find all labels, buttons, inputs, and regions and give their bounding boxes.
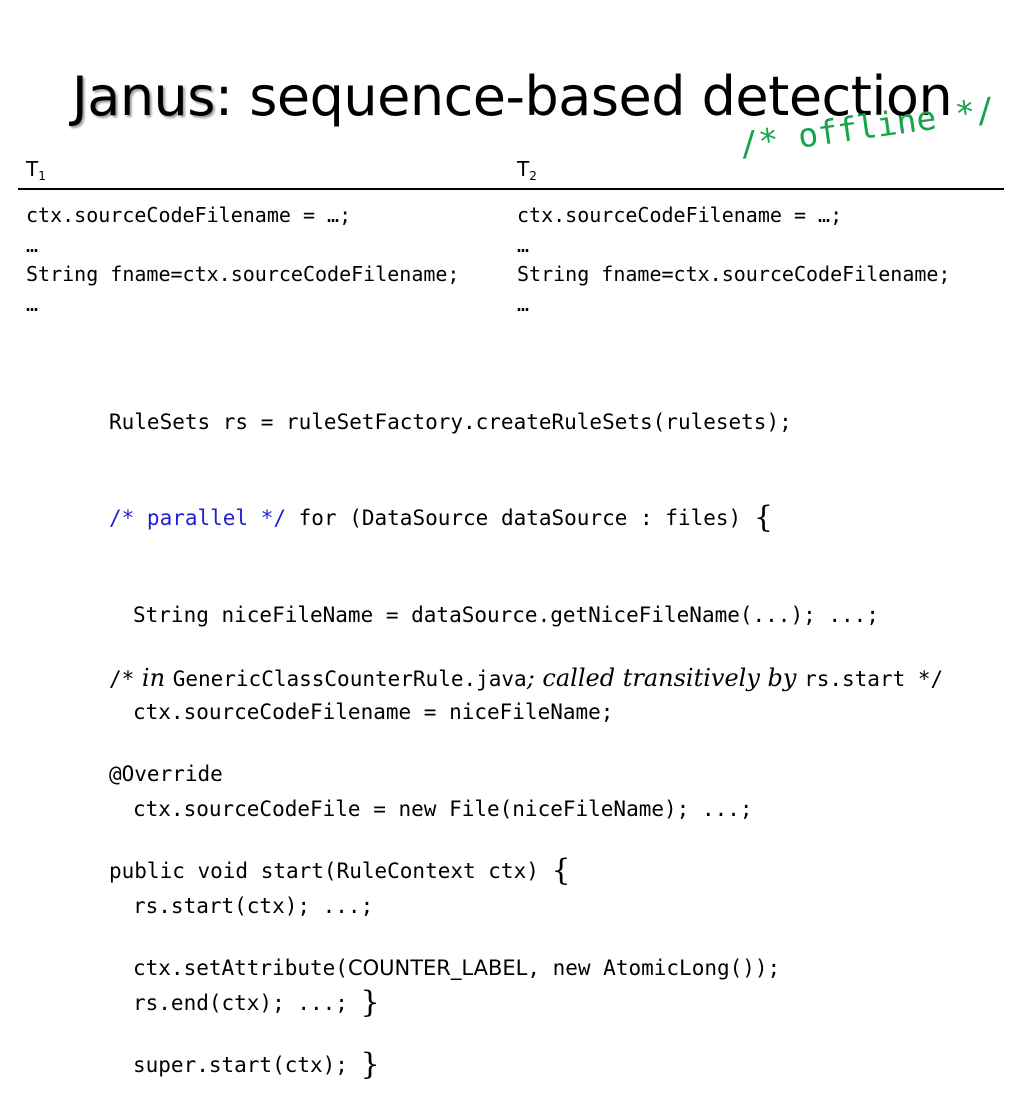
- code-text: RuleSets rs = ruleSetFactory.createRuleS…: [109, 409, 792, 434]
- t1-line: …: [26, 232, 39, 257]
- thread-subscript: 2: [529, 169, 537, 183]
- brace-open: {: [551, 853, 571, 889]
- override-annotation: @Override: [109, 762, 223, 787]
- brace-open: {: [753, 500, 773, 536]
- slide-title: Janus: sequence-based detection: [0, 62, 1024, 132]
- code-line: RuleSets rs = ruleSetFactory.createRuleS…: [109, 406, 879, 438]
- code-line: super.start(ctx); }: [109, 1049, 943, 1081]
- comment-line: /* in GenericClassCounterRule.java; call…: [109, 662, 943, 694]
- code-line: @Override: [109, 758, 943, 790]
- code-text: ctx.sourceCodeFilename = niceFileName;: [133, 700, 614, 725]
- table-rule: [18, 188, 1004, 190]
- comment-in: in: [134, 663, 173, 692]
- code-text: for (DataSource dataSource : files): [286, 506, 754, 531]
- code-text: String niceFileName = dataSource.getNice…: [133, 603, 879, 628]
- code-line: String niceFileName = dataSource.getNice…: [109, 599, 879, 631]
- t2-line: …: [517, 291, 530, 316]
- code-text: super.start(ctx);: [133, 1053, 361, 1078]
- thread-subscript: 1: [38, 169, 46, 183]
- t1-line: String fname=ctx.sourceCodeFilename;: [26, 262, 460, 286]
- method-signature: public void start(RuleContext ctx): [109, 859, 552, 884]
- code-text: ctx.setAttribute(: [133, 956, 348, 981]
- t1-line: ctx.sourceCodeFilename = …;: [26, 203, 352, 227]
- counter-label: COUNTER_LABEL: [347, 956, 528, 981]
- thread-header-t1: T1: [26, 156, 46, 189]
- comment-start: rs.start: [804, 666, 906, 691]
- code-line: ctx.sourceCodeFilename = niceFileName;: [109, 696, 879, 728]
- comment-file: GenericClassCounterRule.java: [172, 666, 527, 691]
- thread-header-t2: T2: [517, 156, 537, 189]
- code-line: ctx.setAttribute(COUNTER_LABEL, new Atom…: [109, 952, 943, 984]
- comment-called: ; called transitively by: [526, 663, 805, 692]
- parallel-comment: /* parallel */: [109, 506, 287, 531]
- rule-code-block: /* in GenericClassCounterRule.java; call…: [109, 597, 943, 1114]
- title-rest: : sequence-based detection: [214, 65, 953, 128]
- brace-close: }: [360, 1047, 380, 1083]
- thread-t2-code: ctx.sourceCodeFilename = …; … String fna…: [517, 201, 1007, 319]
- code-line: /* parallel */ for (DataSource dataSourc…: [109, 502, 879, 534]
- t2-line: …: [517, 232, 530, 257]
- thread-label: T: [26, 157, 39, 181]
- thread-t1-code: ctx.sourceCodeFilename = …; … String fna…: [26, 201, 516, 319]
- comment-close: */: [905, 666, 944, 691]
- title-janus: Janus: [71, 65, 216, 128]
- code-text: , new AtomicLong());: [527, 956, 781, 981]
- code-line: public void start(RuleContext ctx) {: [109, 855, 943, 887]
- thread-label: T: [517, 157, 530, 181]
- comment-open: /*: [109, 666, 135, 691]
- t1-line: …: [26, 291, 39, 316]
- t2-line: ctx.sourceCodeFilename = …;: [517, 203, 843, 227]
- t2-line: String fname=ctx.sourceCodeFilename;: [517, 262, 951, 286]
